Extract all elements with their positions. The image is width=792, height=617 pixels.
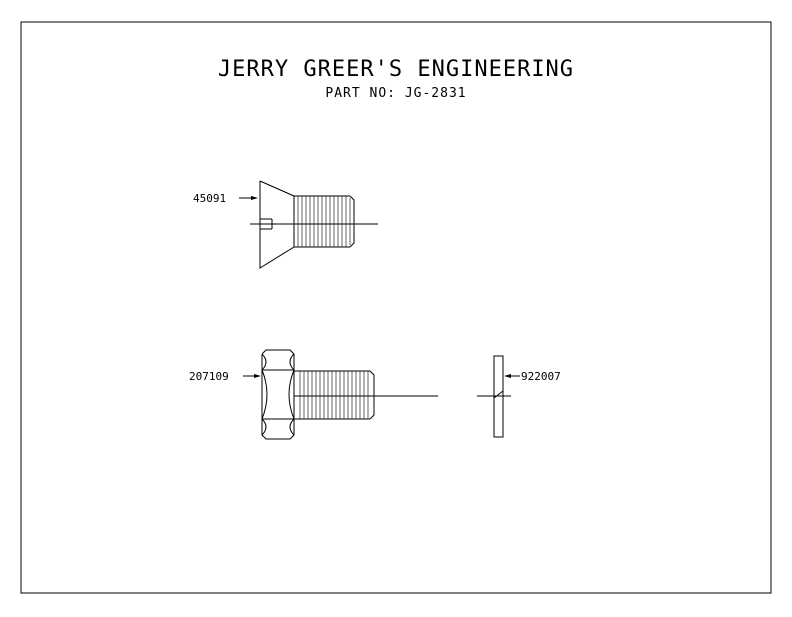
- screw-threads: [297, 196, 351, 247]
- washer: [477, 355, 511, 438]
- callout-45091: 45091: [193, 192, 258, 205]
- callout-207109: 207109: [189, 370, 261, 383]
- callout-label-45091: 45091: [193, 192, 226, 205]
- hex-bolt: [261, 349, 438, 440]
- part-number: PART NO: JG-2831: [325, 86, 466, 101]
- countersunk-screw: [250, 180, 378, 269]
- bolt-threads: [299, 371, 369, 419]
- sheet-border: [20, 21, 772, 594]
- callout-label-922007: 922007: [521, 370, 561, 383]
- callout-922007: 922007: [504, 370, 561, 383]
- drawing-title: JERRY GREER'S ENGINEERING: [218, 57, 574, 82]
- callout-label-207109: 207109: [189, 370, 229, 383]
